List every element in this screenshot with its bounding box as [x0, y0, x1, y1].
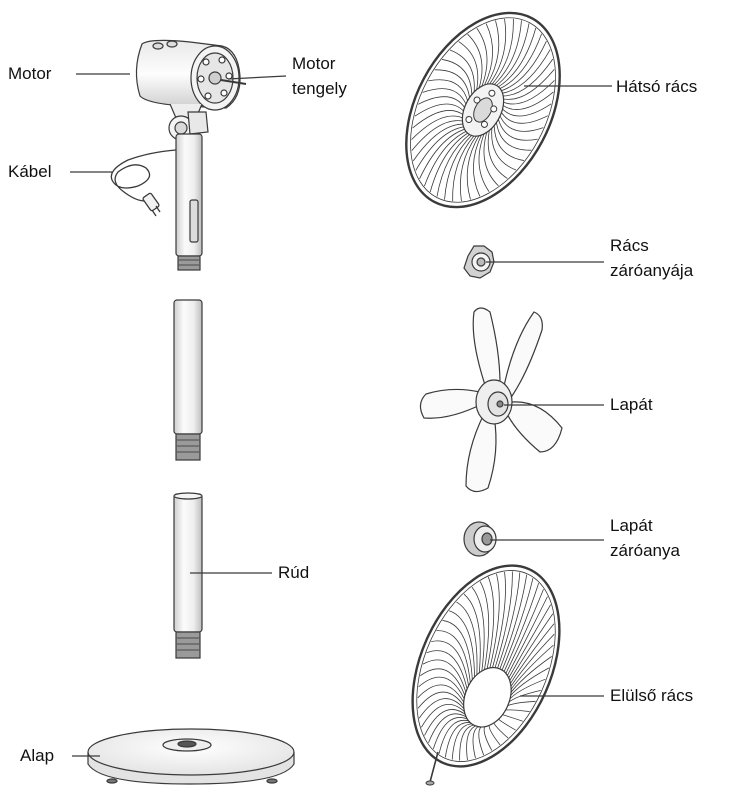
power-cable: [111, 150, 176, 216]
blade-lock-nut: [464, 522, 496, 556]
label-grille-nut-line2: záróanyája: [610, 260, 693, 282]
label-blade-nut-line1: Lapát: [610, 515, 653, 537]
front-grille: [384, 543, 589, 788]
fan-blade: [420, 308, 562, 492]
label-front-grille: Elülső rács: [610, 685, 693, 707]
label-base: Alap: [20, 745, 54, 767]
rear-grille: [375, 0, 591, 233]
label-cable: Kábel: [8, 161, 51, 183]
lower-rod: [174, 493, 202, 658]
label-rod: Rúd: [278, 562, 309, 584]
label-motor: Motor: [8, 63, 51, 85]
label-blade-nut-line2: záróanya: [610, 540, 680, 562]
label-motor-shaft-line1: Motor: [292, 53, 335, 75]
upper-pole: [176, 134, 202, 270]
label-grille-nut-line1: Rács: [610, 235, 649, 257]
middle-rod: [174, 300, 202, 460]
label-rear-grille: Hátsó rács: [616, 76, 697, 98]
label-motor-shaft-line2: tengely: [292, 78, 347, 100]
motor-assembly: [136, 40, 246, 140]
base-plate: [88, 729, 294, 784]
label-blade: Lapát: [610, 394, 653, 416]
